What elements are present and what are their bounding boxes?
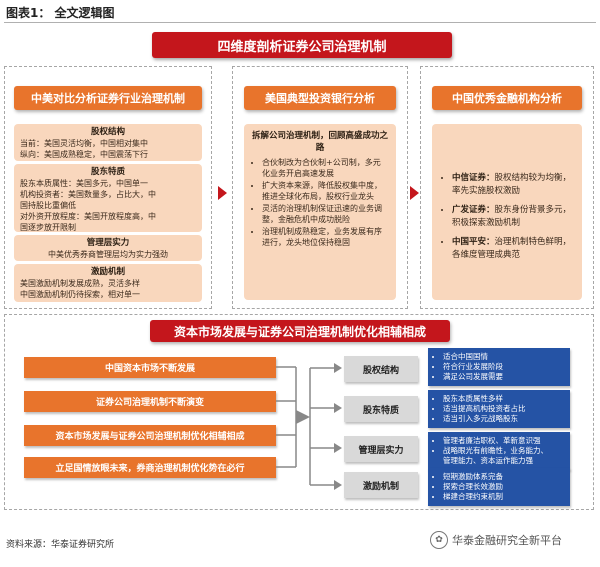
left-block-line: 机构投资者：美国数量多，占比大，中 xyxy=(20,190,156,199)
firm-item-gf: 广发证券：股东身份背景多元，积极探索激励机制 xyxy=(452,204,572,230)
wechat-icon: ✿ xyxy=(430,531,448,549)
left-block-line: 国逐步放开限制 xyxy=(20,223,76,232)
dimension-shareholder-traits: 股东特质 xyxy=(344,396,418,422)
recommendation-point: 短期激励体系完备 xyxy=(443,472,564,482)
recommendation-point: 战略眼光有前瞻性，业务能力、 xyxy=(443,446,564,456)
goldman-point: 扩大资本来源，降低股权集中度，推进全球化布局，股权行业龙头 xyxy=(262,180,388,202)
firm-name: 广发证券： xyxy=(452,205,495,215)
firm-desc: 股东身份背景多元，积极探索激励机制 xyxy=(452,205,572,228)
watermark-text: 华泰金融研究全新平台 xyxy=(452,534,562,547)
bracket-connector xyxy=(276,363,342,490)
recommendation-management: 管理者廉洁职权、革新意识强 战略眼光有前瞻性，业务能力、 管理能力、资本运作能力… xyxy=(428,432,570,470)
recommendation-point: 梯建合理约束机制 xyxy=(443,492,564,502)
left-block-management: 管理层实力 中美优秀券商管理层均为实力强劲 xyxy=(14,235,202,261)
china-firms-box: 中信证券：股权结构较为均衡，率先实施股权激励 广发证券：股东身份背景多元，积极探… xyxy=(432,124,582,300)
recommendation-point: 符合行业发展阶段 xyxy=(443,362,564,372)
left-block-line: 国持股比重偏低 xyxy=(20,201,76,210)
arrow-right-icon xyxy=(410,186,419,200)
recommendation-point: 适当引入多元战略股东 xyxy=(443,414,564,424)
firm-name: 中信证券： xyxy=(452,173,495,183)
flow-step-1: 中国资本市场不断发展 xyxy=(24,357,276,378)
firm-item-citic: 中信证券：股权结构较为均衡，率先实施股权激励 xyxy=(452,172,572,198)
watermark: ✿ 华泰金融研究全新平台 xyxy=(430,531,562,549)
column-title-china-us: 中美对比分析证券行业治理机制 xyxy=(14,86,202,110)
goldman-point: 灵活的治理机制保证迅速的业务调整，金融危机中成功脱险 xyxy=(262,203,388,225)
recommendation-point: 满足公司发展需要 xyxy=(443,372,564,382)
flow-step-4: 立足国情放眼未来，券商治理机制优化势在必行 xyxy=(24,457,276,478)
title-divider xyxy=(4,22,596,23)
figure-title: 图表1： 全文逻辑图 xyxy=(6,6,115,20)
goldman-point: 合伙制改为合伙制+公司制，多元化业务开启高速发展 xyxy=(262,157,388,179)
section-title: 资本市场发展与证券公司治理机制优化相辅相成 xyxy=(150,320,450,342)
recommendation-point: 股东本质属性多样 xyxy=(443,394,564,404)
arrow-right-icon xyxy=(218,186,227,200)
goldman-point: 治理机制成熟稳定，业务发展有序进行，龙头地位保持稳固 xyxy=(262,226,388,248)
left-block-line: 当前：美国灵活均衡，中国相对集中 xyxy=(20,139,148,148)
left-block-line: 股东本质属性：美国多元，中国单一 xyxy=(20,179,148,188)
dimension-equity-structure: 股权结构 xyxy=(344,356,418,382)
left-block-header: 激励机制 xyxy=(90,267,125,277)
column-title-us-banks: 美国典型投资银行分析 xyxy=(244,86,396,110)
recommendation-point: 探索合理长效激励 xyxy=(443,482,564,492)
source-note: 资料来源：华泰证券研究所 xyxy=(6,540,115,550)
left-block-shareholder-traits: 股东特质 股东本质属性：美国多元，中国单一 机构投资者：美国数量多，占比大，中 … xyxy=(14,164,202,232)
firm-desc: 股权结构较为均衡，率先实施股权激励 xyxy=(452,173,572,196)
left-block-line: 美国激励机制发展成熟，灵活多样 xyxy=(20,279,140,288)
firm-item-pingan: 中国平安：治理机制特色鲜明，各维度管理成典范 xyxy=(452,236,572,262)
left-block-line: 中美优秀券商管理层均为实力强劲 xyxy=(48,250,168,259)
left-block-header: 股权结构 xyxy=(90,127,125,137)
recommendation-shareholder-traits: 股东本质属性多样 适当提高机构投资者占比 适当引入多元战略股东 xyxy=(428,390,570,428)
left-block-header: 股东特质 xyxy=(90,167,125,177)
left-block-incentive: 激励机制 美国激励机制发展成熟，灵活多样 中国激励机制仍待探索，相对单一 xyxy=(14,264,202,302)
recommendation-equity-structure: 适合中国国情 符合行业发展阶段 满足公司发展需要 xyxy=(428,348,570,386)
left-block-line: 中国激励机制仍待探索，相对单一 xyxy=(20,290,140,299)
dimension-incentive: 激励机制 xyxy=(344,472,418,498)
recommendation-point: 管理者廉洁职权、革新意识强 xyxy=(443,436,564,446)
recommendation-point: 适当提高机构投资者占比 xyxy=(443,404,564,414)
left-block-line: 纵向：美国成熟稳定，中国震荡下行 xyxy=(20,150,148,159)
left-block-header: 管理层实力 xyxy=(86,238,130,248)
left-block-equity-structure: 股权结构 当前：美国灵活均衡，中国相对集中 纵向：美国成熟稳定，中国震荡下行 xyxy=(14,124,202,161)
left-block-line: 对外资开放程度：美国开放程度高，中 xyxy=(20,212,156,221)
flow-step-3: 资本市场发展与证券公司治理机制优化相辅相成 xyxy=(24,425,276,446)
dimension-management: 管理层实力 xyxy=(344,436,418,462)
recommendation-incentive: 短期激励体系完备 探索合理长效激励 梯建合理约束机制 xyxy=(428,468,570,506)
recommendation-point: 适合中国国情 xyxy=(443,352,564,362)
flow-step-2: 证券公司治理机制不断演变 xyxy=(24,391,276,412)
goldman-analysis-header: 拆解公司治理机制，回顾高盛成功之路 xyxy=(252,131,389,153)
column-title-china-firms: 中国优秀金融机构分析 xyxy=(432,86,582,110)
recommendation-point: 管理能力、资本运作能力强 xyxy=(443,456,533,465)
main-title: 四维度剖析证券公司治理机制 xyxy=(152,32,452,58)
firm-desc: 治理机制特色鲜明，各维度管理成典范 xyxy=(452,237,572,260)
goldman-analysis-box: 拆解公司治理机制，回顾高盛成功之路 合伙制改为合伙制+公司制，多元化业务开启高速… xyxy=(244,124,396,300)
firm-name: 中国平安： xyxy=(452,237,495,247)
